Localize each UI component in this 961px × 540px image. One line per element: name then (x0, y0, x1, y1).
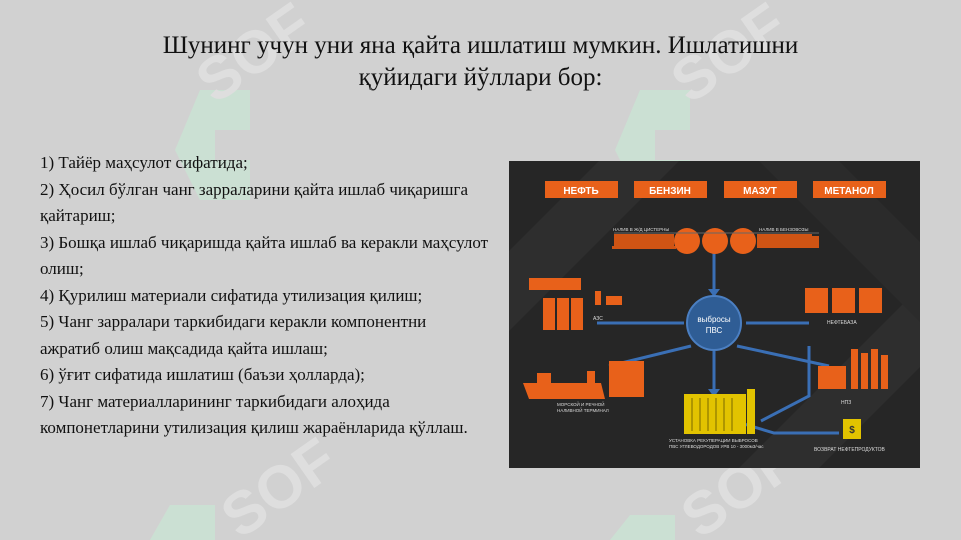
center-label-1: выбросы (697, 315, 730, 324)
emissions-center: выбросы ПВС (686, 295, 742, 351)
label-oil-depot: НЕФТЕБАЗА (827, 320, 857, 326)
barrel-icon: $ (849, 425, 855, 436)
azs-station (529, 278, 622, 330)
recovery-unit (684, 389, 755, 434)
oil-depot (805, 288, 882, 313)
product-benzin: БЕНЗИН (634, 181, 707, 198)
list-item: 5) Чанг зарралари таркибидаги керакли ко… (40, 312, 427, 358)
product-label: НЕФТЬ (563, 186, 598, 197)
product-neft: НЕФТЬ (545, 181, 618, 198)
product-metanol: МЕТАНОЛ (813, 181, 886, 198)
product-label: МЕТАНОЛ (824, 186, 873, 197)
label-truck: НАЛИВ В БЕНЗОВОЗЫ (759, 227, 808, 232)
label-terminal-2: НАЛИВНОЙ ТЕРМИНАЛ (557, 406, 609, 413)
label-unit-2: ПВС УГЛЕВОДОРОДОВ УРВ 10 - 3000м3/час (669, 444, 764, 449)
list-item: 7) Чанг материалларининг таркибидаги ало… (40, 391, 468, 438)
label-rail: НАЛИВ В Ж/Д ЦИСТЕРНЫ (613, 227, 669, 232)
list-item: 1) Тайёр маҳсулот сифатида; (40, 153, 248, 172)
label-unit-1: УСТАНОВКА РЕКУПЕРАЦИИ ВЫБРОСОВ (669, 438, 758, 443)
list-item: 2) Ҳосил бўлган чанг зарраларини қайта и… (40, 179, 469, 226)
product-mazut: МАЗУТ (724, 181, 797, 198)
center-label-2: ПВС (706, 326, 723, 335)
label-terminal-1: МОРСКОЙ И РЕЧНОЙ (557, 400, 604, 407)
list-item: 3) Бошқа ишлаб чиқаришда қайта ишлаб ва … (40, 232, 489, 279)
slide-title-line-2: қуйидаги йўллари бор: (358, 64, 603, 91)
refinery (818, 349, 888, 389)
product-label: БЕНЗИН (649, 186, 691, 197)
rail-tanks (612, 228, 819, 254)
ship-terminal (523, 361, 644, 399)
usage-list: 1) Тайёр маҳсулот сифатида; 2) Ҳосил бўл… (40, 150, 490, 442)
label-azs: АЗС (593, 316, 603, 322)
label-npz: НПЗ (841, 400, 851, 406)
svg-text:SOF: SOF (209, 425, 348, 540)
return-barrel: $ (843, 419, 861, 439)
label-return: ВОЗВРАТ НЕФТЕПРОДУКТОВ (814, 447, 886, 453)
list-item: 4) Қурилиш материали сифатида утилизация… (40, 285, 423, 305)
slide-title-line-1: Шунинг учун уни яна қайта ишлатиш мумкин… (162, 32, 799, 59)
list-item: 6) ўғит сифатида ишлатиш (баъзи ҳолларда… (40, 365, 365, 384)
vapor-recovery-diagram: НЕФТЬ БЕНЗИН МАЗУТ МЕТАНОЛ (509, 161, 920, 468)
slide-title: Шунинг учун уни яна қайта ишлатиш мумкин… (60, 30, 901, 94)
product-label: МАЗУТ (743, 186, 777, 197)
